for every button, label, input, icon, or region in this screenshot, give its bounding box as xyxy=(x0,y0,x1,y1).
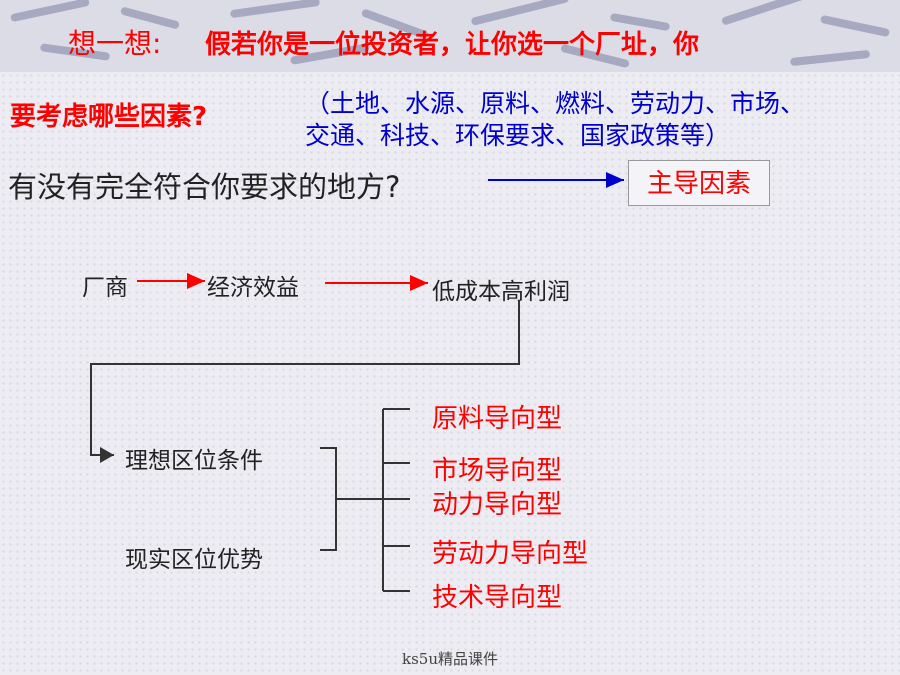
header-band xyxy=(0,0,900,72)
factors-line-2: 交通、科技、环保要求、国家政策等） xyxy=(305,121,731,150)
factors-line-1: （土地、水源、原料、燃料、劳动力、市场、 xyxy=(305,89,806,118)
profit-to-ideal-connector xyxy=(90,300,520,463)
chain-node-low-cost-high-profit: 低成本高利润 xyxy=(432,279,570,305)
chain-node-manufacturer: 厂商 xyxy=(82,275,128,301)
footer-caption: ks5u精品课件 xyxy=(402,650,498,668)
type-market: 市场导向型 xyxy=(432,456,563,486)
type-raw-material: 原料导向型 xyxy=(432,404,563,434)
dominant-factor-box: 主导因素 xyxy=(628,160,770,206)
ideal-location-conditions: 理想区位条件 xyxy=(125,448,263,474)
question-line-2: 要考虑哪些因素? xyxy=(10,102,208,132)
type-technology: 技术导向型 xyxy=(432,583,563,613)
think-prefix: 想一想: xyxy=(68,27,162,60)
type-power: 动力导向型 xyxy=(432,490,563,520)
left-bracket xyxy=(320,447,337,551)
question-2: 有没有完全符合你要求的地方? xyxy=(8,170,401,204)
real-location-advantages: 现实区位优势 xyxy=(125,547,263,573)
question-line-1: 假若你是一位投资者，让你选一个厂址，你 xyxy=(205,30,700,60)
type-labor: 劳动力导向型 xyxy=(432,539,589,569)
chain-node-economic-benefit: 经济效益 xyxy=(207,275,299,301)
